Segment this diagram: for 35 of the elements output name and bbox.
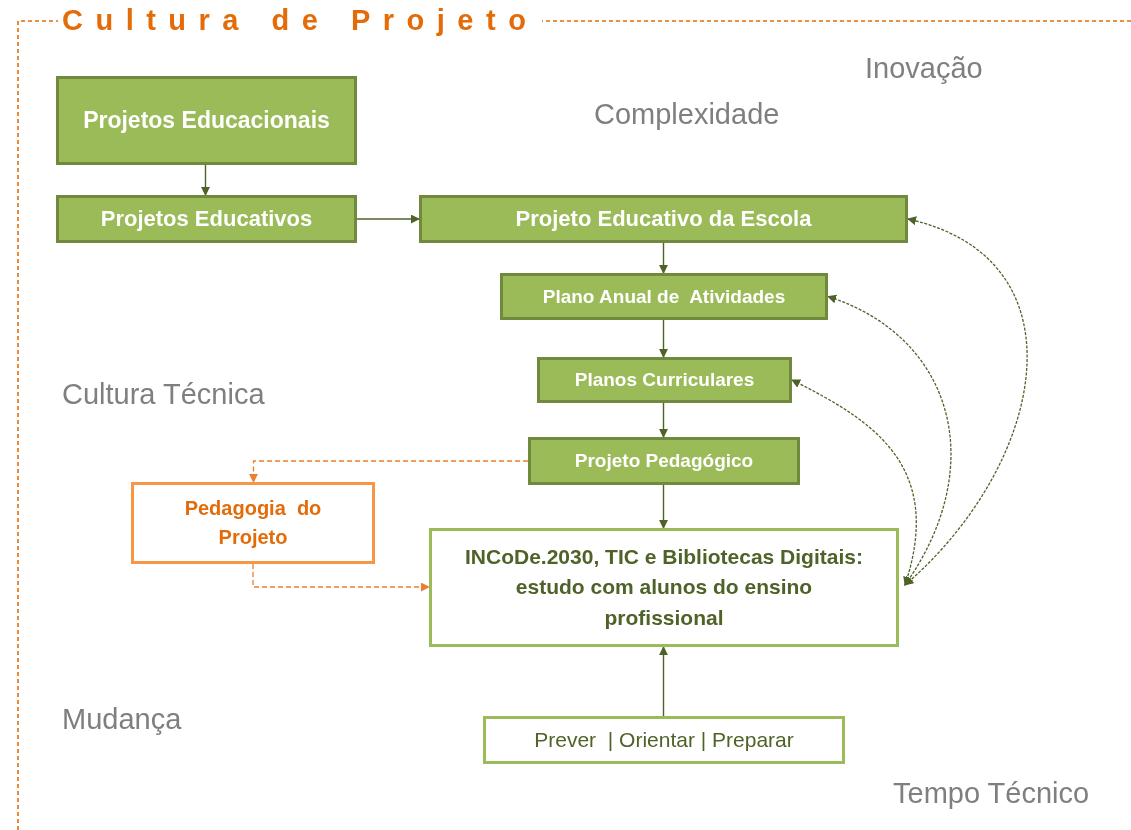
box-label: Projetos Educativos	[100, 205, 313, 234]
arrow	[659, 646, 668, 717]
arrow	[249, 460, 529, 483]
axis-label: Complexidade	[594, 98, 780, 131]
process-box	[500, 273, 828, 320]
arrow	[659, 242, 668, 274]
result-box	[429, 528, 899, 647]
arrow	[356, 214, 420, 224]
box-label: Pedagogia do Projeto	[183, 496, 323, 550]
box-label: Projeto Pedagógico	[574, 449, 754, 474]
process-box	[537, 357, 792, 403]
process-box	[56, 76, 357, 165]
process-box	[528, 437, 800, 485]
curved-arrow	[827, 295, 952, 586]
process-box	[419, 195, 908, 243]
box-label: Plano Anual de Atividades	[542, 284, 786, 309]
process-box	[131, 482, 375, 564]
axis-label: Inovação	[865, 52, 983, 85]
curved-arrow	[904, 217, 1028, 586]
arrow	[659, 402, 668, 438]
axis-label: Mudança	[62, 703, 182, 736]
box-label: Prever | Orientar | Preparar	[534, 726, 794, 753]
arrow	[201, 164, 210, 196]
axis-label: Cultura Técnica	[62, 378, 265, 411]
curved-arrow	[791, 379, 917, 586]
arrow	[659, 319, 668, 358]
box-label: Planos Curriculares	[574, 368, 755, 393]
arrow	[659, 484, 668, 529]
box-label: INCoDe.2030, TIC e Bibliotecas Digitais: estudo com alunos do ensino profissional	[464, 543, 864, 631]
box-label: Projetos Educacionais	[83, 105, 330, 135]
arrow	[252, 563, 430, 592]
process-box	[56, 195, 357, 243]
axis-label: Tempo Técnico	[893, 777, 1090, 810]
steps-box	[483, 716, 845, 764]
box-label: Projeto Educativo da Escola	[515, 205, 812, 234]
